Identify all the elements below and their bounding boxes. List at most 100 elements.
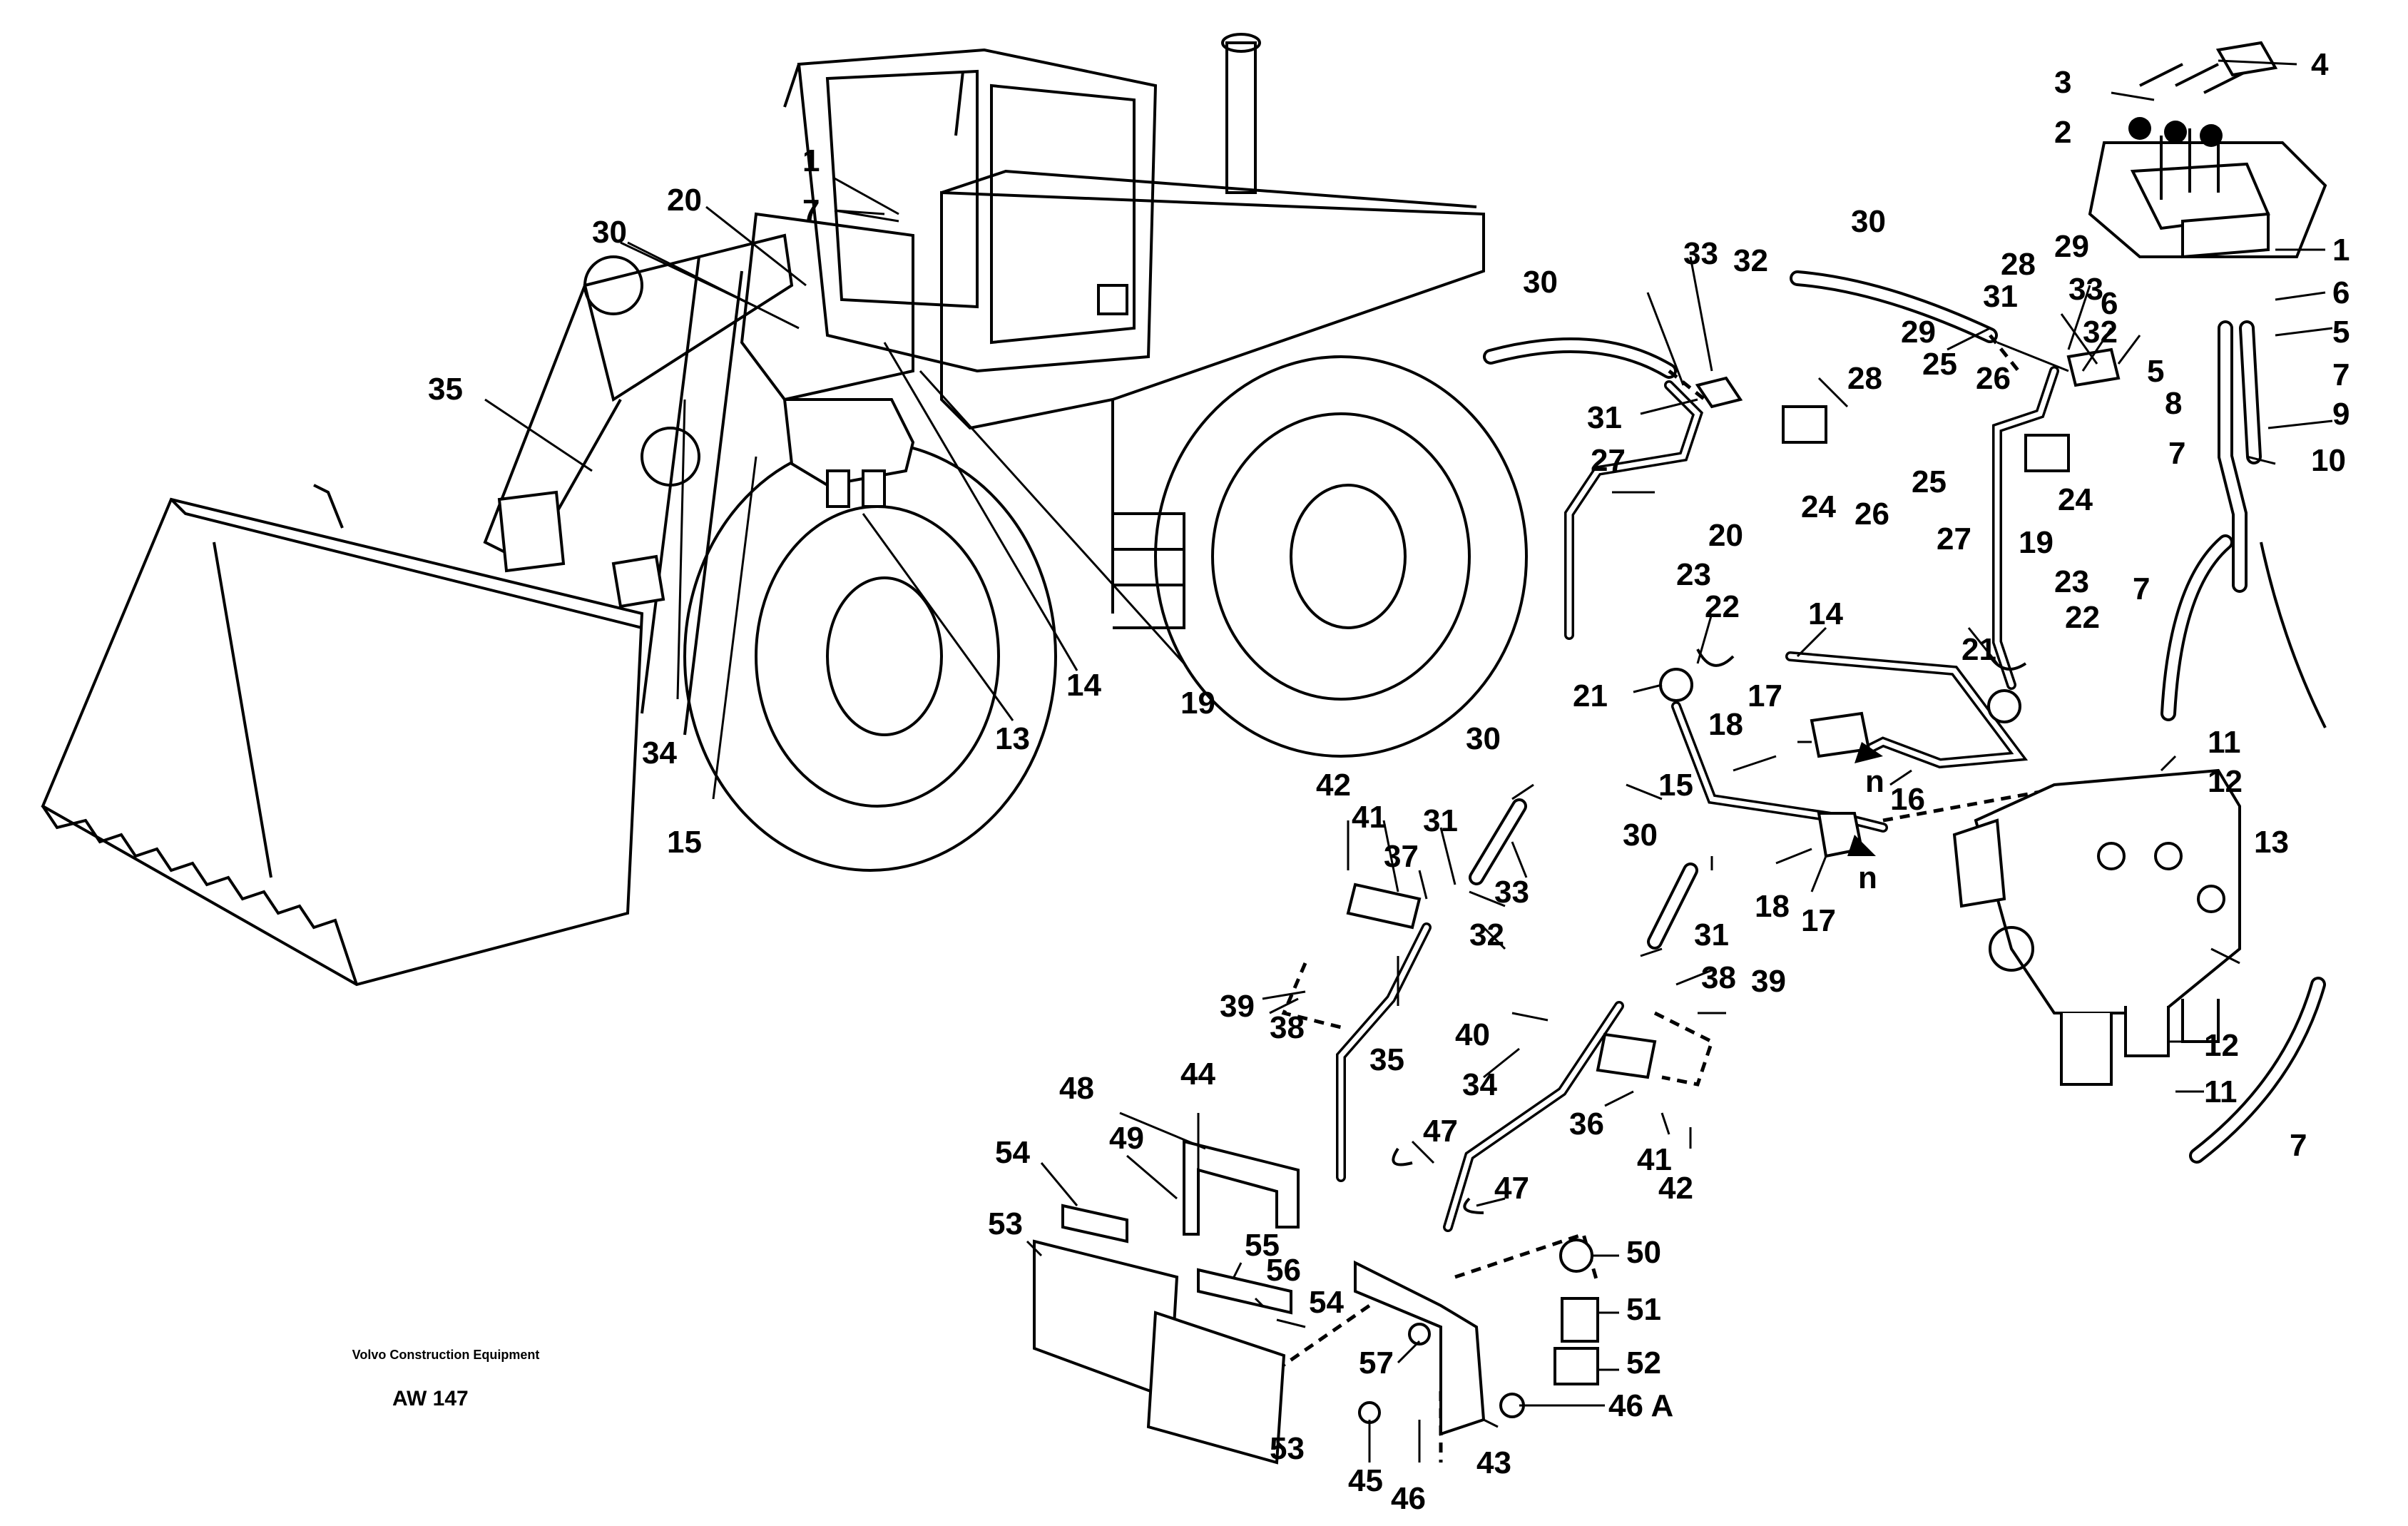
callout-labels: 1 7 20 30 35 34 15 13 14 19 30 33 32 31 …	[428, 47, 2350, 1516]
callout-40: 40	[1455, 1017, 1490, 1052]
callout-26: 26	[1976, 361, 2011, 396]
callout-19: 19	[1180, 686, 1215, 721]
callout-43: 43	[1476, 1445, 1511, 1480]
callout-18: 18	[1708, 707, 1743, 742]
callout-25: 25	[1922, 347, 1957, 382]
callout-39: 39	[1220, 989, 1255, 1024]
callout-31: 31	[1694, 917, 1729, 952]
callout-8: 8	[2165, 386, 2182, 421]
callout-29: 29	[2054, 229, 2089, 264]
machine-leader-lines	[484, 177, 1185, 800]
callout-46: 46	[1391, 1481, 1426, 1516]
callout-16: 16	[1890, 782, 1925, 817]
callout-32: 32	[2083, 315, 2118, 350]
small-parts	[1033, 347, 2121, 1465]
callout-11: 11	[2204, 1074, 2238, 1109]
callout-31: 31	[1423, 803, 1458, 838]
callout-47: 47	[1423, 1114, 1458, 1149]
callout-47: 47	[1494, 1171, 1529, 1206]
callout-55: 55	[1245, 1228, 1280, 1263]
callout-49: 49	[1109, 1121, 1144, 1156]
callout-53: 53	[988, 1206, 1023, 1241]
callout-32: 32	[1733, 243, 1768, 278]
callout-31: 31	[1983, 279, 2018, 314]
callout-33: 33	[2068, 272, 2103, 307]
callout-54: 54	[1309, 1285, 1344, 1320]
callout-30: 30	[1623, 818, 1658, 853]
callout-5: 5	[2147, 354, 2164, 389]
callout-38: 38	[1270, 1010, 1305, 1045]
callout-6: 6	[2101, 286, 2118, 321]
callout-14: 14	[1066, 668, 1101, 703]
control-lever-unit	[2088, 41, 2327, 259]
callout-17: 17	[1801, 903, 1836, 938]
callout-7: 7	[2168, 436, 2185, 471]
callout-41: 41	[1637, 1142, 1672, 1177]
callout-12: 12	[2204, 1028, 2239, 1063]
callout-17: 17	[1748, 678, 1782, 713]
callout-28: 28	[1847, 361, 1882, 396]
callout-22: 22	[1705, 589, 1740, 624]
callout-39: 39	[1751, 964, 1786, 999]
callout-7: 7	[2290, 1128, 2307, 1163]
callout-9: 9	[2332, 397, 2350, 432]
callout-15: 15	[1658, 768, 1693, 803]
callout-24: 24	[1801, 489, 1836, 524]
callout-53: 53	[1270, 1431, 1305, 1466]
callout-44: 44	[1180, 1057, 1215, 1092]
callout-24: 24	[2058, 482, 2093, 517]
callout-1: 1	[2332, 233, 2350, 268]
callout-13: 13	[995, 721, 1030, 756]
callout-12: 12	[2208, 764, 2243, 799]
callout-15: 15	[667, 825, 702, 860]
callout-50: 50	[1626, 1235, 1661, 1270]
callout-27: 27	[1591, 443, 1626, 478]
callout-33: 33	[1494, 875, 1529, 910]
callout-37: 37	[1384, 839, 1419, 874]
callout-21: 21	[1573, 678, 1608, 713]
callout-n: n	[1865, 764, 1884, 799]
callout-42: 42	[1658, 1171, 1693, 1206]
callout-26: 26	[1855, 497, 1889, 531]
callout-35: 35	[1369, 1042, 1404, 1077]
callout-34: 34	[1462, 1067, 1497, 1102]
callout-11: 11	[2208, 725, 2241, 760]
callout-41: 41	[1352, 800, 1387, 835]
wheel-loader-illustration	[41, 33, 1528, 987]
callout-36: 36	[1569, 1107, 1604, 1141]
callout-23: 23	[2054, 564, 2089, 599]
callout-27: 27	[1937, 522, 1971, 556]
callout-7: 7	[2332, 357, 2350, 392]
callout-45: 45	[1348, 1463, 1383, 1498]
callout-4: 4	[2311, 47, 2329, 82]
callout-29: 29	[1901, 315, 1936, 350]
callout-6: 6	[2332, 275, 2350, 310]
callout-18: 18	[1755, 889, 1790, 924]
callout-33: 33	[1683, 236, 1718, 271]
callout-42: 42	[1316, 768, 1351, 803]
callout-28: 28	[2001, 247, 2036, 282]
callout-22: 22	[2065, 600, 2100, 635]
callout-30: 30	[592, 215, 627, 250]
callout-56: 56	[1266, 1253, 1301, 1288]
callout-5: 5	[2332, 315, 2350, 350]
callout-35: 35	[428, 372, 463, 407]
callout-19: 19	[2019, 525, 2054, 560]
callout-30: 30	[1851, 204, 1886, 239]
control-valve-13	[1952, 768, 2241, 1086]
callout-20: 20	[1708, 518, 1743, 553]
callout-54: 54	[995, 1135, 1030, 1170]
figure-caption: Volvo Construction Equipment AW 147	[352, 1348, 540, 1410]
callout-13: 13	[2254, 825, 2289, 860]
callout-25: 25	[1912, 464, 1947, 499]
callout-38: 38	[1701, 960, 1736, 995]
callout-48: 48	[1059, 1071, 1094, 1106]
callout-52: 52	[1626, 1346, 1661, 1380]
callout-46A: 46 A	[1608, 1388, 1673, 1423]
callout-7: 7	[2133, 571, 2150, 606]
callout-30: 30	[1523, 265, 1558, 300]
callout-30: 30	[1466, 721, 1501, 756]
callout-21: 21	[1961, 632, 1996, 667]
caption-code: AW 147	[392, 1387, 469, 1410]
